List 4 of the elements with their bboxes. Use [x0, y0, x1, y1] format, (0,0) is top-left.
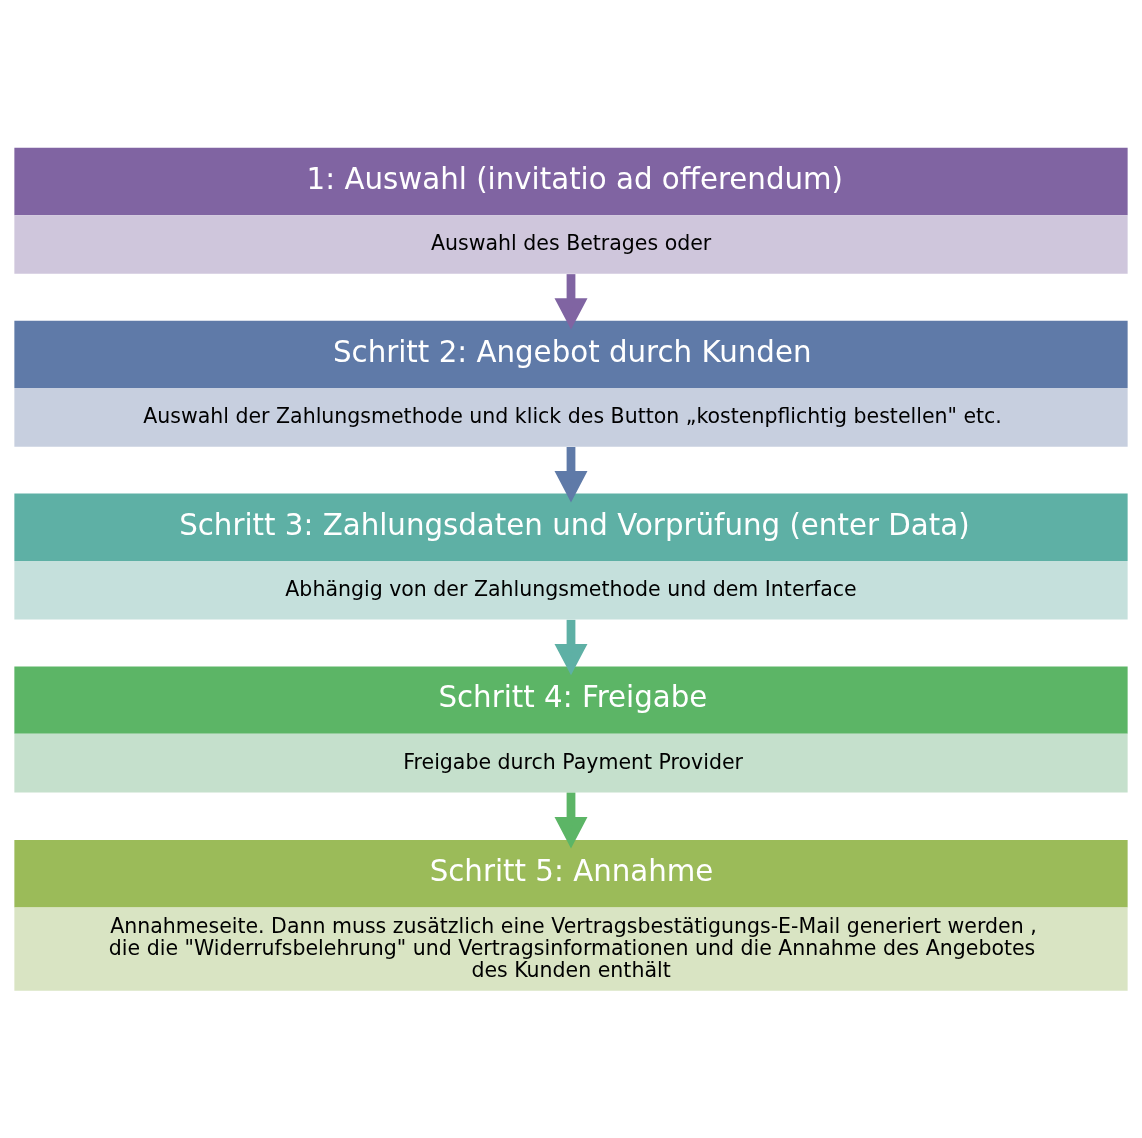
arrow [554, 792, 588, 849]
arrow [554, 274, 588, 330]
arrow [554, 619, 588, 676]
arrow [554, 447, 588, 503]
